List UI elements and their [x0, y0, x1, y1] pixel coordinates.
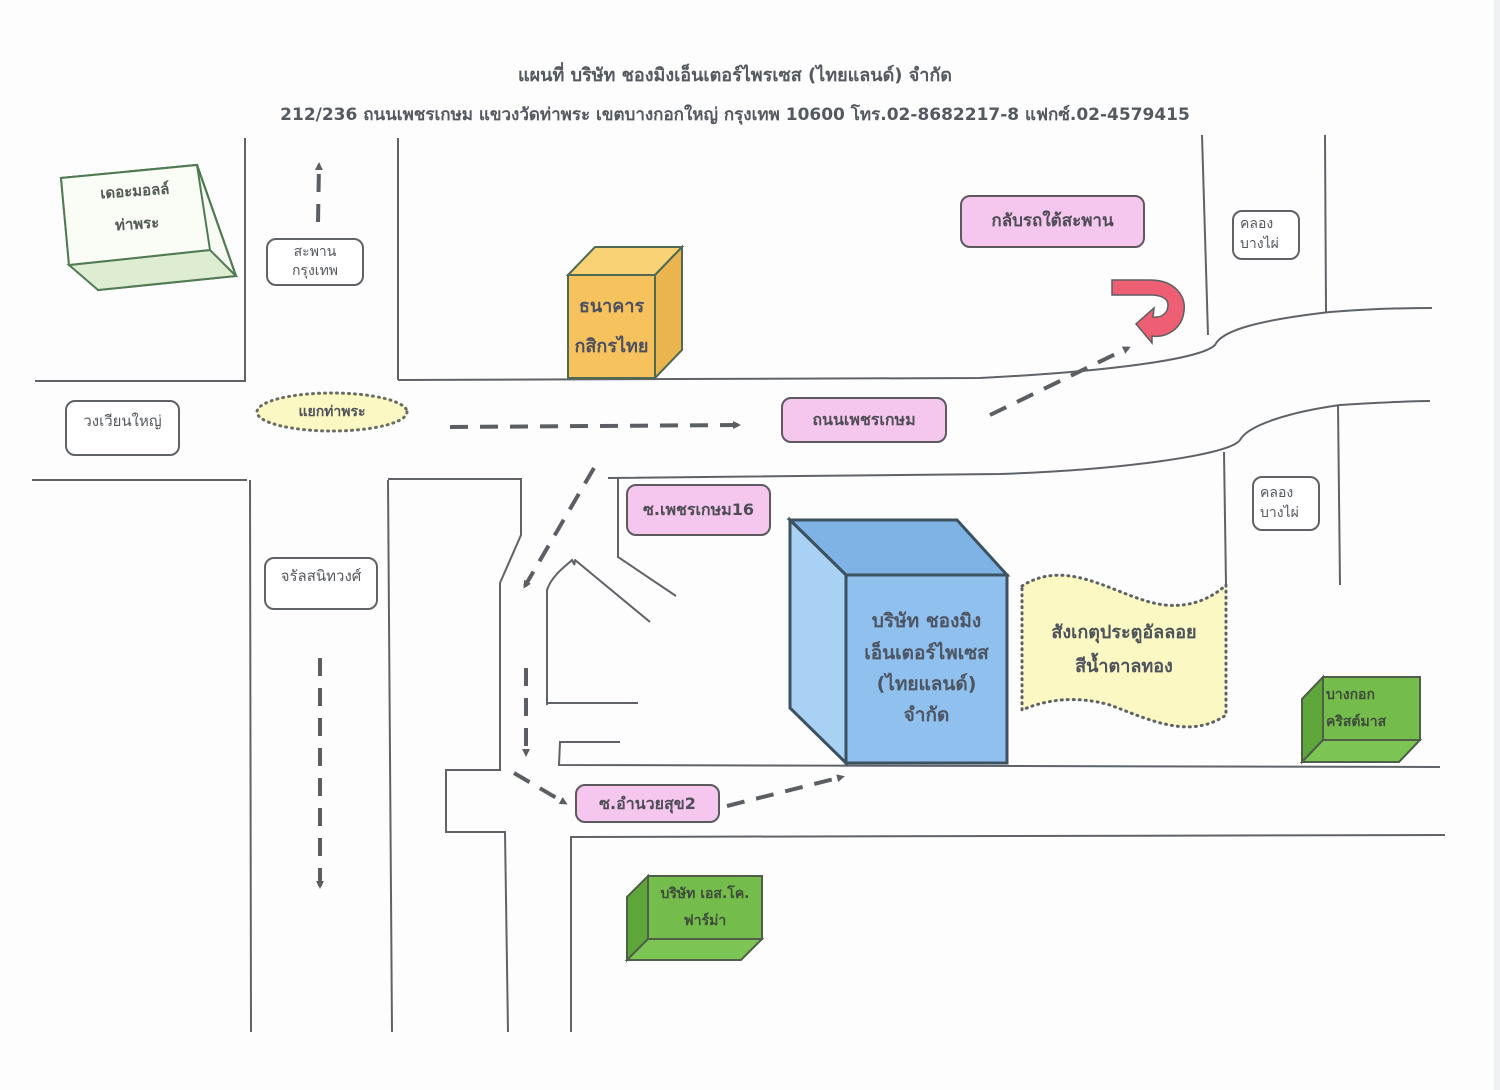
junction-ellipse	[255, 391, 409, 433]
canal-top-line1: คลอง	[1240, 216, 1274, 233]
uturn-label: กลับรถใต้สะพาน	[960, 195, 1145, 248]
soi-block-edge	[617, 478, 677, 597]
road-outlines	[32, 134, 1446, 1033]
canal-edge	[1337, 404, 1341, 586]
canal-bottom-line1: คลอง	[1260, 484, 1294, 501]
bank-line1: ธนาคาร	[578, 295, 645, 317]
canal-bottom-line2: บางไผ่	[1260, 504, 1299, 521]
canal-top-line2: บางไผ่	[1240, 236, 1279, 252]
arrow-to-bridge	[314, 162, 323, 223]
soi-block-edge	[557, 741, 1441, 768]
bangkok-christian-line2: คริสต์มาส	[1326, 713, 1387, 730]
bank-label: ธนาคาร กสิกรไทย	[568, 275, 655, 378]
company-line3: (ไทยแลนด์)	[876, 673, 977, 695]
soi-block-edge	[388, 478, 522, 1033]
scan-edge	[1494, 0, 1500, 1090]
route-arrows	[314, 162, 1131, 889]
sc-pharma-label: บริษัท เอส.โค. ฟาร์ม่า	[648, 876, 762, 939]
map-title: แผนที่ บริษัท ชองมิงเอ็นเตอร์ไพรเซส (ไทย…	[518, 65, 952, 86]
bridge-label: สะพาน กรุงเทพ	[266, 238, 364, 286]
sc-pharma-box-shape	[624, 873, 765, 963]
arrow-east-phetkasem	[449, 421, 741, 430]
canal-top-label: คลอง บางไผ่	[1232, 210, 1300, 260]
phetkasem-top-edge	[397, 307, 1433, 381]
roundabout-label: วงเวียนใหญ่	[65, 400, 180, 456]
canal-edge	[1223, 451, 1227, 586]
road-edge	[387, 479, 393, 1033]
bangkok-christian-line1: บางกอก	[1326, 686, 1375, 703]
sc-pharma-line2: ฟาร์ม่า	[683, 912, 727, 929]
company-line2: เอ็นเตอร์ไพเซส	[864, 641, 989, 664]
bank-box-shape	[565, 244, 685, 381]
sc-pharma-line1: บริษัท เอส.โค.	[660, 885, 750, 902]
arrow-into-soi	[523, 466, 596, 589]
junction-label: แยกท่าพระ	[298, 403, 366, 420]
gate-note-line1: สังเกตุประตูอัลลอย	[1051, 621, 1197, 643]
mall-name: เดอะมอลล์	[99, 179, 170, 203]
u-turn-icon	[1111, 279, 1185, 346]
phetkasem-bottom-edge	[607, 400, 1431, 479]
bangkok-christian-label: บางกอก คริสต์มาส	[1323, 677, 1420, 740]
gate-note-shape	[1020, 573, 1228, 729]
soi-triangle-edge	[546, 558, 651, 705]
arrow-to-company	[726, 774, 845, 808]
arrow-to-uturn	[989, 346, 1131, 417]
soi-block-edge	[570, 834, 1446, 1032]
mall-box-shape	[59, 163, 239, 292]
bank-line2: กสิกรไทย	[574, 335, 649, 357]
canal-edge	[1201, 134, 1209, 336]
company-line1: บริษัท ชองมิง	[871, 610, 982, 633]
canal-edge	[1324, 134, 1327, 313]
arrow-to-amnuai	[512, 771, 568, 805]
road-edge	[249, 479, 252, 1033]
gate-note-line2: สีน้ำตาลทอง	[1075, 656, 1173, 677]
bridge-line1: สะพาน	[293, 244, 337, 261]
soi-amnuai-suk-2-label: ซ.อำนวยสุข2	[575, 784, 720, 823]
company-line4: จำกัด	[903, 704, 950, 727]
mall-label: เดอะมอลล์ ท่าพระ	[73, 164, 198, 252]
phetkasem-road-label: ถนนเพชรเกษม	[781, 397, 947, 443]
canal-bottom-label: คลอง บางไผ่	[1252, 476, 1320, 531]
company-box-shape	[786, 516, 1011, 767]
bridge-line2: กรุงเทพ	[291, 263, 339, 279]
company-label: บริษัท ชองมิง เอ็นเตอร์ไพเซส (ไทยแลนด์) …	[846, 575, 1007, 763]
gate-note-label: สังเกตุประตูอัลลอย สีน้ำตาลทอง	[1022, 605, 1226, 695]
charansanitwong-label: จรัลสนิทวงศ์	[264, 557, 378, 610]
mall-branch: ท่าพระ	[114, 213, 160, 235]
bangkok-christian-box-shape	[1299, 674, 1423, 765]
soi-phetkasem-16-label: ซ.เพชรเกษม16	[626, 484, 771, 536]
company-address: 212/236 ถนนเพชรเกษม แขวงวัดท่าพระ เขตบาง…	[280, 105, 1190, 125]
